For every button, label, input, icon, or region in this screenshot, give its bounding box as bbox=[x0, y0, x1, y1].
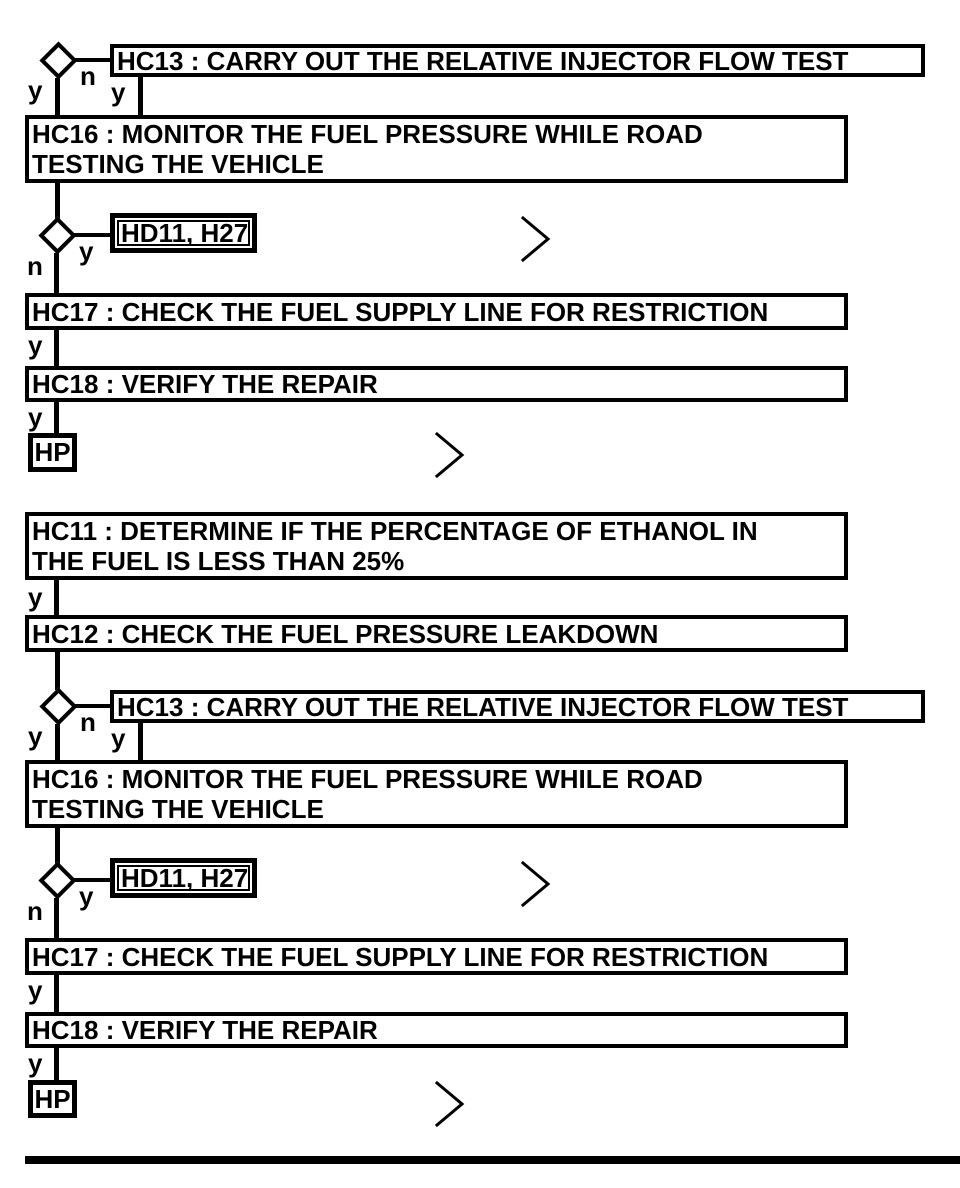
flow-connector bbox=[54, 253, 59, 293]
yes-label: y bbox=[111, 77, 126, 107]
yes-label: y bbox=[28, 402, 43, 432]
offpage-ref-box-hd11-1: HD11, H27 bbox=[110, 213, 257, 253]
offpage-ref-label: HD11, H27 bbox=[117, 865, 250, 891]
flow-connector bbox=[54, 402, 59, 433]
flow-connector bbox=[55, 724, 60, 760]
decision-diamond-3 bbox=[39, 687, 78, 726]
flow-connector bbox=[54, 898, 59, 938]
offpage-ref-box-hd11-2: HD11, H27 bbox=[110, 858, 257, 898]
no-label: n bbox=[27, 251, 43, 281]
process-box-label: HC13 : CARRY OUT THE RELATIVE INJECTOR F… bbox=[117, 691, 849, 722]
page-continuation-chevron-icon bbox=[435, 1080, 465, 1128]
decision-diamond-4 bbox=[38, 861, 77, 900]
process-box-label: TESTING THE VEHICLE bbox=[32, 794, 324, 824]
process-box-label: HC13 : CARRY OUT THE RELATIVE INJECTOR F… bbox=[117, 45, 849, 76]
page-continuation-chevron-icon bbox=[435, 431, 465, 479]
process-box-label: HC16 : MONITOR THE FUEL PRESSURE WHILE R… bbox=[32, 119, 703, 149]
process-box-label: HC18 : VERIFY THE REPAIR bbox=[32, 369, 378, 399]
decision-diamond-2 bbox=[38, 216, 77, 255]
decision-diamond-1 bbox=[39, 41, 78, 80]
yes-label: y bbox=[111, 723, 126, 753]
yes-label: y bbox=[28, 721, 43, 751]
no-label: n bbox=[80, 61, 96, 91]
process-box-hc12: HC12 : CHECK THE FUEL PRESSURE LEAKDOWN bbox=[25, 615, 848, 652]
flow-connector bbox=[54, 975, 59, 1012]
flow-connector bbox=[55, 183, 60, 220]
end-box-label: HP bbox=[34, 1083, 71, 1114]
process-box-label: THE FUEL IS LESS THAN 25% bbox=[32, 546, 405, 576]
flow-connector bbox=[54, 1048, 59, 1080]
process-box-hc17-1: HC17 : CHECK THE FUEL SUPPLY LINE FOR RE… bbox=[25, 293, 848, 330]
process-box-label: HC11 : DETERMINE IF THE PERCENTAGE OF ET… bbox=[32, 516, 758, 546]
flow-connector bbox=[55, 828, 60, 865]
yes-label: y bbox=[79, 236, 94, 266]
process-box-label: HC16 : MONITOR THE FUEL PRESSURE WHILE R… bbox=[32, 764, 703, 794]
process-box-hc18-1: HC18 : VERIFY THE REPAIR bbox=[25, 366, 848, 402]
end-box-label: HP bbox=[34, 437, 71, 467]
process-box-label: HC18 : VERIFY THE REPAIR bbox=[32, 1015, 378, 1045]
process-box-label: HC17 : CHECK THE FUEL SUPPLY LINE FOR RE… bbox=[32, 296, 769, 327]
yes-label: y bbox=[28, 1048, 43, 1078]
flow-connector bbox=[138, 721, 143, 760]
flow-connector bbox=[55, 78, 60, 115]
process-box-label: HC12 : CHECK THE FUEL PRESSURE LEAKDOWN bbox=[32, 618, 659, 649]
process-box-hc13-2: HC13 : CARRY OUT THE RELATIVE INJECTOR F… bbox=[110, 690, 925, 723]
process-box-hc18-2: HC18 : VERIFY THE REPAIR bbox=[25, 1012, 848, 1048]
yes-label: y bbox=[28, 75, 43, 105]
flow-connector bbox=[73, 233, 113, 237]
process-box-hc17-2: HC17 : CHECK THE FUEL SUPPLY LINE FOR RE… bbox=[25, 938, 848, 975]
yes-label: y bbox=[28, 582, 43, 612]
process-box-label: TESTING THE VEHICLE bbox=[32, 149, 324, 179]
process-box-hc16-1: HC16 : MONITOR THE FUEL PRESSURE WHILE R… bbox=[25, 115, 848, 183]
end-box-hp-1: HP bbox=[28, 433, 77, 472]
yes-label: y bbox=[79, 881, 94, 911]
flow-connector bbox=[54, 580, 59, 615]
no-label: n bbox=[27, 896, 43, 926]
flow-connector bbox=[73, 878, 113, 882]
no-label: n bbox=[80, 707, 96, 737]
flow-connector bbox=[54, 330, 59, 366]
offpage-ref-label: HD11, H27 bbox=[117, 220, 250, 246]
process-box-hc16-2: HC16 : MONITOR THE FUEL PRESSURE WHILE R… bbox=[25, 760, 848, 828]
process-box-label: HC17 : CHECK THE FUEL SUPPLY LINE FOR RE… bbox=[32, 941, 769, 972]
flow-connector bbox=[55, 652, 60, 690]
section-divider-rule bbox=[25, 1156, 960, 1164]
yes-label: y bbox=[28, 975, 43, 1005]
flow-connector bbox=[74, 58, 112, 62]
end-box-hp-2: HP bbox=[28, 1080, 77, 1118]
flow-connector bbox=[138, 75, 143, 115]
flow-connector bbox=[74, 704, 112, 708]
yes-label: y bbox=[28, 330, 43, 360]
page-continuation-chevron-icon bbox=[521, 860, 551, 908]
page-continuation-chevron-icon bbox=[521, 215, 551, 263]
process-box-hc11: HC11 : DETERMINE IF THE PERCENTAGE OF ET… bbox=[25, 512, 848, 580]
process-box-hc13-1: HC13 : CARRY OUT THE RELATIVE INJECTOR F… bbox=[110, 44, 925, 77]
